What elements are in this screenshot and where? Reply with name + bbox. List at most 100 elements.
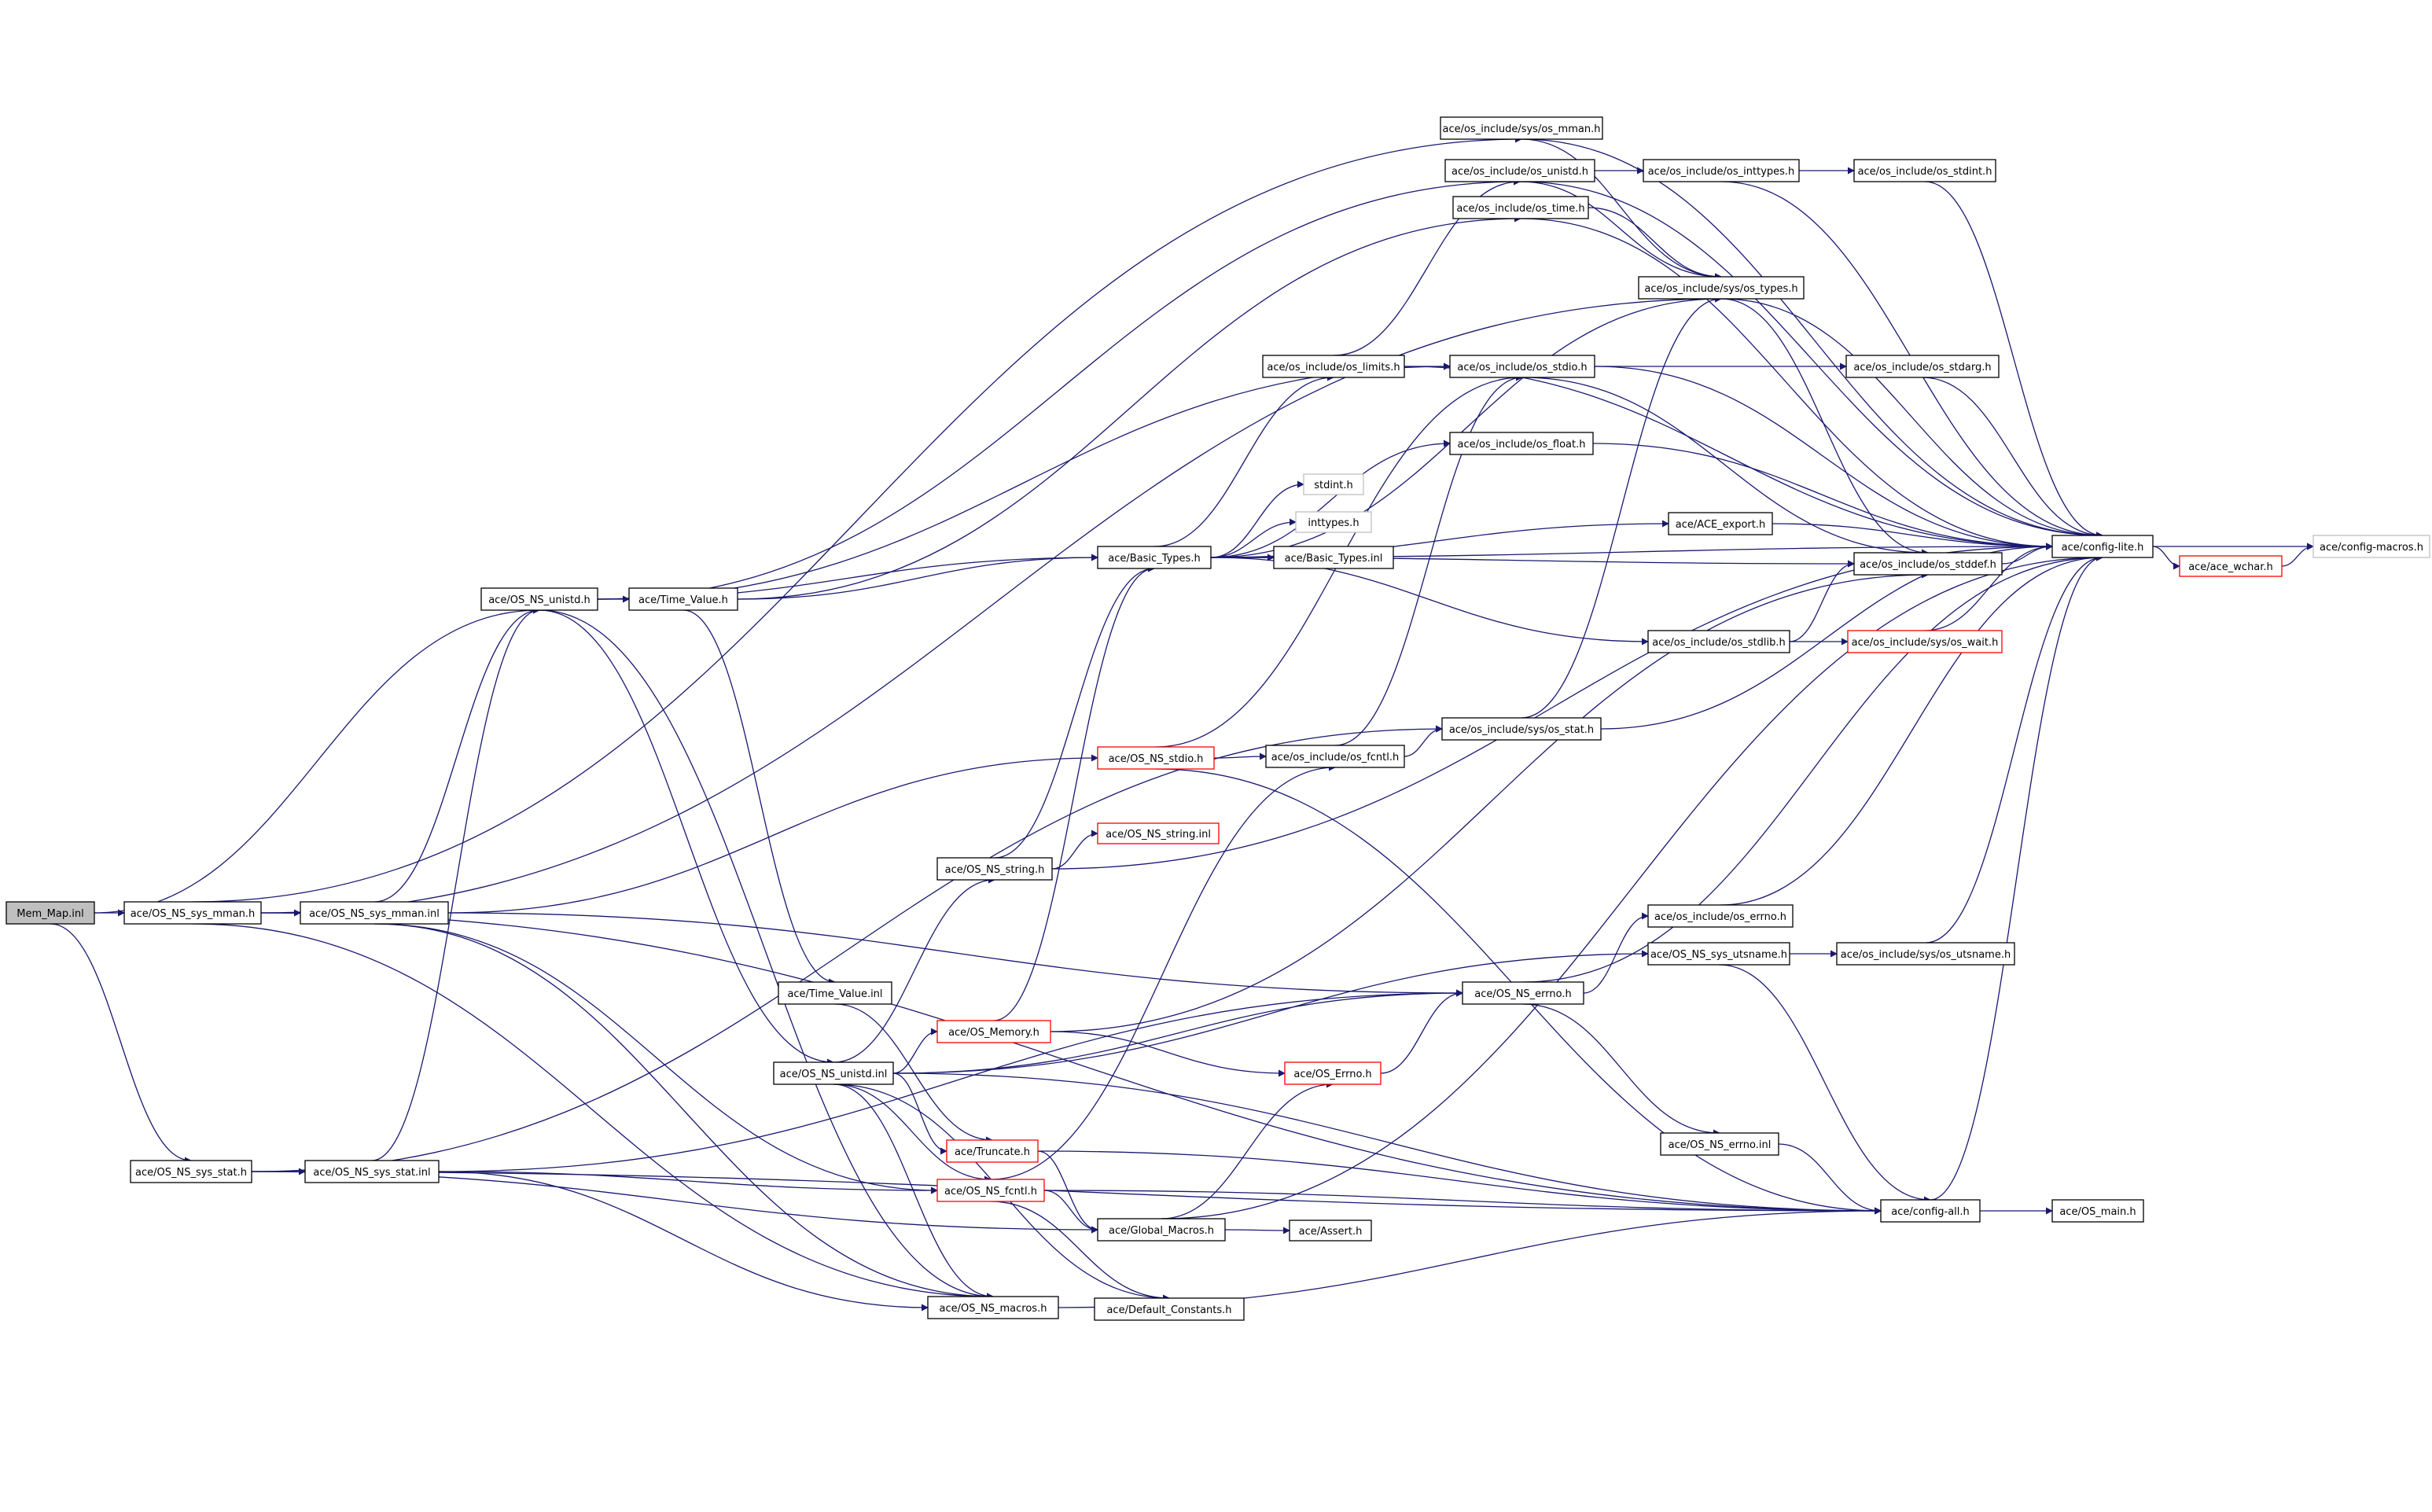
- node-box: [1097, 546, 1212, 569]
- node-os_ns_string_h[interactable]: ace/OS_NS_string.h: [936, 857, 1053, 881]
- edge-os_ns_sys_stat_inl-to-os_ns_unistd_h: [371, 606, 540, 1161]
- node-sys_os_stat_h[interactable]: ace/os_include/sys/os_stat.h: [1441, 717, 1602, 741]
- node-os_float_h[interactable]: ace/os_include/os_float.h: [1449, 432, 1594, 455]
- node-label: ace/OS_Errno.h: [1293, 1069, 1371, 1080]
- node-config_all_h[interactable]: ace/config-all.h: [1880, 1199, 1981, 1223]
- edge-os_time_h-to-config_lite_h: [1520, 218, 2053, 550]
- edge-basic_types_h-to-inttypes_h: [1210, 518, 1297, 558]
- node-global_macros_h[interactable]: ace/Global_Macros.h: [1097, 1218, 1226, 1242]
- edge-os_ns_errno_inl-to-config_all_h: [1778, 1143, 1882, 1215]
- edge-os_ns_unistd_h-to-os_ns_macros_h: [539, 609, 994, 1300]
- node-label: ace/OS_NS_sys_stat.inl: [313, 1167, 430, 1179]
- node-box: [1444, 159, 1595, 182]
- header-nodes: Mem_Map.inl ace/OS_NS_sys_mman.h ace/OS_NS…: [6, 116, 2430, 1321]
- edge-os_ns_unistd_inl-to-os_ns_sys_utsname_h: [892, 950, 1649, 1074]
- node-os_main_h[interactable]: ace/OS_main.h: [2051, 1199, 2144, 1223]
- node-label: ace/Default_Constants.h: [1106, 1304, 1231, 1316]
- node-os_ns_sys_stat_h[interactable]: ace/OS_NS_sys_stat.h: [130, 1160, 252, 1183]
- node-box: [927, 1296, 1059, 1319]
- node-label: ace/Time_Value.inl: [787, 988, 882, 1000]
- node-ace_wchar_h[interactable]: ace/ace_wchar.h: [2179, 555, 2283, 577]
- node-box: [1449, 355, 1595, 378]
- node-os_ns_fcntl_h[interactable]: ace/OS_NS_fcntl.h: [936, 1179, 1045, 1202]
- edge-os_memory_h-to-os_errno_h: [1050, 1031, 1286, 1077]
- node-default_constants_h[interactable]: ace/Default_Constants.h: [1094, 1297, 1245, 1321]
- node-os_stdlib_h[interactable]: ace/os_include/os_stdlib.h: [1647, 630, 1790, 653]
- node-label: ace/os_include/os_stdint.h: [1858, 166, 1992, 178]
- node-os_ns_string_inl[interactable]: ace/OS_NS_string.inl: [1097, 822, 1220, 844]
- node-box: [2051, 535, 2154, 558]
- node-os_ns_unistd_inl[interactable]: ace/OS_NS_unistd.inl: [773, 1061, 894, 1085]
- node-os_ns_sys_mman_h[interactable]: ace/OS_NS_sys_mman.h: [123, 901, 262, 925]
- node-os_time_h[interactable]: ace/os_include/os_time.h: [1452, 196, 1589, 219]
- node-sys_os_types_h[interactable]: ace/os_include/sys/os_types.h: [1638, 276, 1805, 300]
- edge-mem_map_inl-to-os_ns_unistd_h: [94, 606, 540, 914]
- node-box: [300, 901, 449, 925]
- node-os_errno_h[interactable]: ace/OS_Errno.h: [1284, 1061, 1382, 1085]
- edge-os_stdio_h-to-config_lite_h: [1594, 366, 2053, 550]
- edge-os_unistd_h-to-sys_os_types_h: [1519, 181, 1722, 281]
- node-sys_os_utsname_h[interactable]: ace/os_include/sys/os_utsname.h: [1836, 942, 2015, 966]
- node-inttypes_h[interactable]: inttypes.h: [1295, 511, 1372, 533]
- node-box: [1284, 1061, 1382, 1085]
- node-label: ace/os_include/sys/os_stat.h: [1449, 724, 1594, 736]
- node-os_unistd_h[interactable]: ace/os_include/os_unistd.h: [1444, 159, 1595, 182]
- node-os_stdio_h[interactable]: ace/os_include/os_stdio.h: [1449, 355, 1595, 378]
- node-label: ace/OS_NS_errno.inl: [1669, 1139, 1772, 1151]
- node-box: [2051, 1199, 2144, 1223]
- edge-os_ns_unistd_inl-to-os_ns_errno_h: [892, 989, 1463, 1074]
- node-truncate_h[interactable]: ace/Truncate.h: [946, 1139, 1039, 1163]
- node-stdint_h[interactable]: stdint.h: [1303, 473, 1364, 495]
- edge-os_errno_h-to-os_ns_errno_h: [1380, 989, 1463, 1074]
- node-os_stdarg_h[interactable]: ace/os_include/os_stdarg.h: [1845, 355, 2000, 378]
- node-os_errno_hh[interactable]: ace/os_include/os_errno.h: [1647, 904, 1794, 928]
- node-os_ns_unistd_h[interactable]: ace/OS_NS_unistd.h: [480, 587, 598, 611]
- node-os_limits_h[interactable]: ace/os_include/os_limits.h: [1262, 355, 1405, 378]
- node-basic_types_h[interactable]: ace/Basic_Types.h: [1097, 546, 1212, 569]
- node-assert_h[interactable]: ace/Assert.h: [1289, 1220, 1372, 1242]
- edge-os_fcntl_h-to-os_stdio_h: [1334, 373, 1523, 746]
- dependency-edges: [50, 135, 2314, 1312]
- edge-os_ns_string_h-to-config_lite_h: [1051, 543, 2053, 870]
- node-os_fcntl_h[interactable]: ace/os_include/os_fcntl.h: [1265, 745, 1405, 768]
- edge-os_ns_string_h-to-os_ns_string_inl: [1051, 830, 1098, 870]
- edge-os_memory_h-to-os_stddef_h: [1050, 571, 1929, 1032]
- node-label: ace/OS_NS_sys_mman.inl: [309, 908, 440, 920]
- edge-os_ns_sys_stat_inl-to-os_ns_errno_h: [438, 989, 1463, 1172]
- edge-os_ns_sys_mman_h-to-sys_os_types_h: [260, 295, 1722, 914]
- node-os_ns_sys_stat_inl[interactable]: ace/OS_NS_sys_stat.inl: [304, 1160, 440, 1183]
- node-box: [936, 1020, 1051, 1043]
- edge-sys_os_types_h-to-config_lite_h: [1720, 298, 2103, 539]
- edge-os_ns_stdio_h-to-os_fcntl_h: [1213, 752, 1267, 760]
- node-os_ns_errno_h[interactable]: ace/OS_NS_errno.h: [1462, 981, 1584, 1005]
- node-os_stdint_h[interactable]: ace/os_include/os_stdint.h: [1853, 159, 1996, 182]
- node-os_ns_sys_mman_inl[interactable]: ace/OS_NS_sys_mman.inl: [300, 901, 449, 925]
- node-os_memory_h[interactable]: ace/OS_Memory.h: [936, 1020, 1051, 1043]
- node-mem_map_inl[interactable]: Mem_Map.inl: [6, 901, 95, 925]
- node-os_ns_macros_h[interactable]: ace/OS_NS_macros.h: [927, 1296, 1059, 1319]
- node-basic_types_inl[interactable]: ace/Basic_Types.inl: [1273, 546, 1394, 569]
- edge-os_ns_sys_stat_inl-to-os_ns_macros_h: [438, 1171, 929, 1312]
- node-label: ace/OS_NS_fcntl.h: [944, 1186, 1037, 1197]
- node-config_macros_h[interactable]: ace/config-macros.h: [2312, 535, 2430, 558]
- node-box: [2312, 535, 2430, 558]
- node-label: ace/os_include/sys/os_utsname.h: [1841, 949, 2011, 961]
- edge-os_ns_unistd_inl-to-os_ns_macros_h: [833, 1083, 994, 1300]
- node-os_ns_sys_utsname_h[interactable]: ace/OS_NS_sys_utsname.h: [1647, 942, 1790, 966]
- node-config_lite_h[interactable]: ace/config-lite.h: [2051, 535, 2154, 558]
- node-os_inttypes_h[interactable]: ace/os_include/os_inttypes.h: [1643, 159, 1800, 182]
- node-box: [1647, 630, 1790, 653]
- node-ace_export_h[interactable]: ace/ACE_export.h: [1668, 512, 1773, 535]
- edge-os_ns_sys_mman_h-to-sys_os_mman_h: [192, 135, 1522, 903]
- node-os_ns_errno_inl[interactable]: ace/OS_NS_errno.inl: [1660, 1132, 1779, 1156]
- node-label: ace/os_include/os_stddef.h: [1860, 559, 1996, 571]
- node-os_stddef_h[interactable]: ace/os_include/os_stddef.h: [1853, 552, 2003, 576]
- node-os_ns_stdio_h[interactable]: ace/OS_NS_stdio.h: [1097, 746, 1215, 770]
- edge-os_stdio_h-to-os_stddef_h: [1521, 377, 1929, 557]
- node-sys_os_mman_h[interactable]: ace/os_include/sys/os_mman.h: [1440, 116, 1603, 140]
- node-time_value_h[interactable]: ace/Time_Value.h: [628, 587, 738, 611]
- node-label: ace/os_include/os_errno.h: [1654, 911, 1786, 923]
- node-sys_os_wait_h[interactable]: ace/os_include/sys/os_wait.h: [1847, 630, 2003, 653]
- node-box: [1668, 512, 1773, 535]
- node-time_value_inl[interactable]: ace/Time_Value.inl: [778, 981, 892, 1005]
